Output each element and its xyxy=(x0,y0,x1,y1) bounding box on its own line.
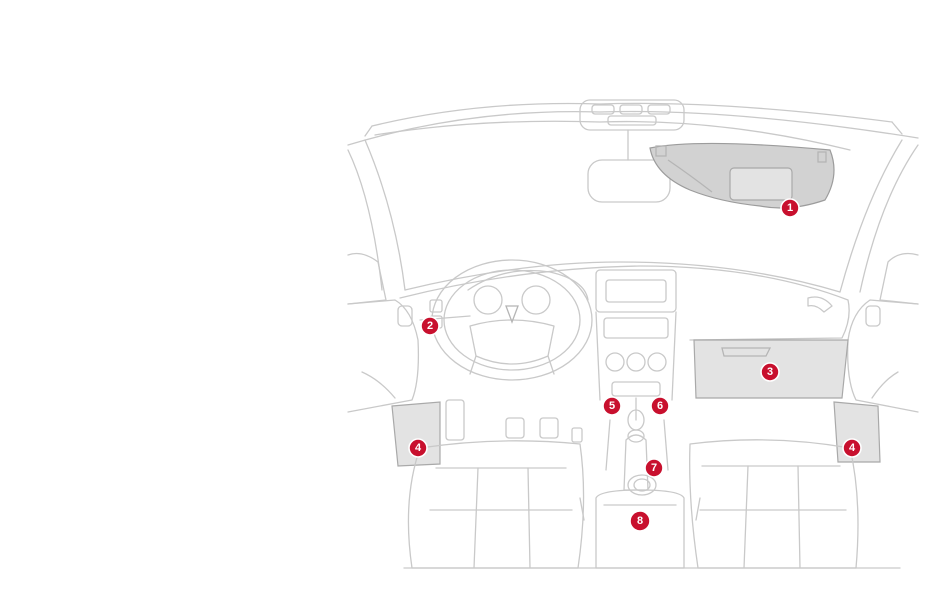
cup-holder xyxy=(628,475,656,495)
steering-wheel xyxy=(432,260,592,380)
pedals xyxy=(446,400,582,442)
callout-1-label: 1 xyxy=(787,202,793,214)
callout-5[interactable]: 5 xyxy=(603,397,621,415)
callout-6-label: 6 xyxy=(657,400,663,412)
callout-4-left-label: 4 xyxy=(415,442,422,454)
callout-8[interactable]: 8 xyxy=(630,511,650,531)
callout-3-label: 3 xyxy=(767,366,773,378)
callout-8-label: 8 xyxy=(637,515,643,527)
right-door xyxy=(848,254,918,412)
callout-1[interactable]: 1 xyxy=(781,199,799,217)
callout-6[interactable]: 6 xyxy=(651,397,669,415)
left-door xyxy=(348,254,418,412)
centre-console xyxy=(596,270,676,470)
windscreen-frame xyxy=(348,103,918,292)
callout-4-right[interactable]: 4 xyxy=(843,439,861,457)
callout-7[interactable]: 7 xyxy=(645,459,663,477)
right-seat xyxy=(690,440,858,568)
callout-4-left[interactable]: 4 xyxy=(409,439,427,457)
callout-7-label: 7 xyxy=(651,462,657,474)
callout-5-label: 5 xyxy=(609,400,615,412)
sun-visor xyxy=(650,143,834,208)
callout-3[interactable]: 3 xyxy=(761,363,779,381)
callout-2[interactable]: 2 xyxy=(421,317,439,335)
callout-4-right-label: 4 xyxy=(849,442,856,454)
callout-2-label: 2 xyxy=(427,320,433,332)
